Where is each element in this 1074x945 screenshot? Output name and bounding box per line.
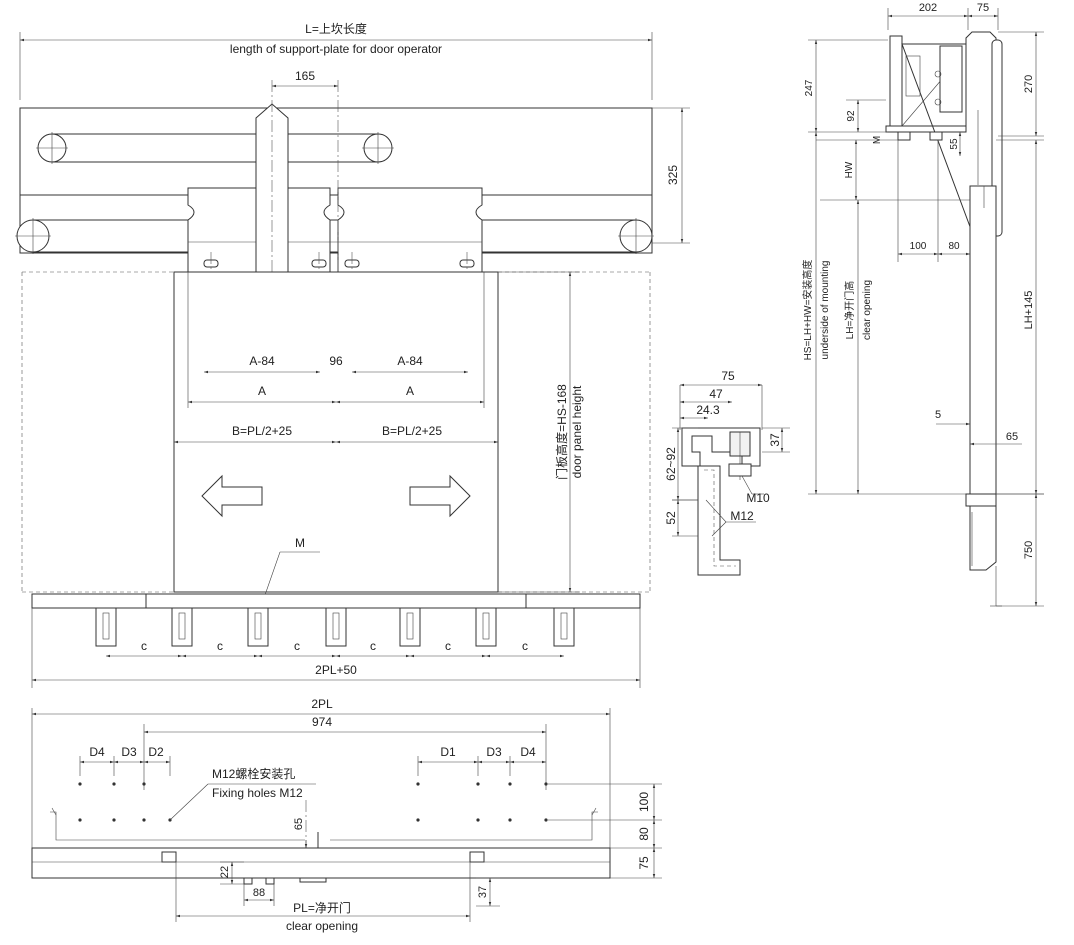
open-arrow-right-icon — [409, 474, 471, 518]
svg-text:55: 55 — [949, 138, 960, 150]
svg-text:c: c — [370, 639, 376, 653]
svg-text:D4: D4 — [520, 745, 536, 759]
svg-text:LH+145: LH+145 — [1023, 291, 1035, 330]
sill-plan — [31, 847, 611, 879]
dimension-l: L=上坎长度 length of support-plate for door … — [19, 21, 653, 100]
hs-sublabel: underside of mounting — [820, 261, 831, 360]
dim-325-label: 325 — [666, 165, 680, 185]
svg-text:247: 247 — [804, 79, 815, 96]
svg-text:92: 92 — [846, 110, 857, 122]
svg-text:c: c — [141, 639, 147, 653]
svg-text:62~92: 62~92 — [664, 447, 678, 481]
svg-text:80: 80 — [948, 241, 960, 252]
svg-text:65: 65 — [1006, 431, 1018, 443]
svg-text:D4: D4 — [89, 745, 105, 759]
panel-height-sublabel: door panel height — [570, 385, 584, 478]
dim-165-label: 165 — [295, 69, 315, 83]
dimension-325: 325 — [652, 107, 690, 244]
svg-text:B=PL/2+25: B=PL/2+25 — [382, 424, 442, 438]
pl-label: PL=净开门 — [293, 900, 351, 915]
svg-text:75: 75 — [637, 856, 651, 870]
dimension-165: 165 — [272, 69, 338, 88]
lh-label: LH=净开门高 — [843, 281, 856, 340]
svg-text:A: A — [258, 384, 266, 398]
dimension-2pl50: 2PL+50 — [31, 608, 641, 688]
svg-text:A: A — [406, 384, 414, 398]
svg-text:c: c — [445, 639, 451, 653]
svg-text:37: 37 — [477, 886, 489, 898]
front-view: L=上坎长度 length of support-plate for door … — [15, 21, 690, 688]
svg-text:750: 750 — [1023, 541, 1035, 559]
panel-height-label: 门板高度=HS-168 — [554, 384, 569, 480]
svg-text:D3: D3 — [486, 745, 502, 759]
svg-text:75: 75 — [721, 369, 735, 383]
svg-text:D1: D1 — [440, 745, 456, 759]
svg-text:24.3: 24.3 — [696, 403, 720, 417]
svg-text:47: 47 — [709, 387, 723, 401]
svg-text:75: 75 — [977, 2, 989, 14]
pl-sublabel: clear opening — [286, 919, 358, 933]
belt-and-pulleys — [15, 132, 654, 254]
svg-text:c: c — [522, 639, 528, 653]
svg-text:100: 100 — [910, 241, 927, 252]
door-panels — [173, 271, 499, 593]
m-label: M — [295, 536, 305, 550]
svg-text:52: 52 — [664, 511, 678, 525]
dimension-panel-height: 门板高度=HS-168 door panel height — [498, 271, 584, 593]
svg-text:270: 270 — [1023, 75, 1035, 93]
holes-sublabel: Fixing holes M12 — [212, 786, 303, 800]
svg-text:100: 100 — [637, 792, 651, 812]
dimension-c-row: c c c c c c — [106, 639, 564, 658]
svg-text:22: 22 — [219, 866, 231, 878]
svg-text:96: 96 — [329, 354, 343, 368]
svg-text:D2: D2 — [148, 745, 164, 759]
m12-label: M12 — [730, 509, 754, 523]
dimension-b: B=PL/2+25 B=PL/2+25 — [174, 424, 498, 444]
svg-text:A-84: A-84 — [397, 354, 423, 368]
dimension-a84: A-84 96 A-84 — [204, 354, 468, 374]
svg-text:D3: D3 — [121, 745, 137, 759]
svg-text:HW: HW — [844, 161, 855, 178]
svg-text:B=PL/2+25: B=PL/2+25 — [232, 424, 292, 438]
m10-label: M10 — [746, 491, 770, 505]
svg-text:A-84: A-84 — [249, 354, 275, 368]
open-arrow-left-icon — [201, 474, 263, 518]
door-leaf-side — [969, 185, 997, 495]
svg-text:c: c — [294, 639, 300, 653]
l-label: L=上坎长度 — [305, 21, 367, 36]
svg-text:5: 5 — [935, 409, 941, 421]
svg-text:2PL+50: 2PL+50 — [315, 663, 357, 677]
l-sublabel: length of support-plate for door operato… — [230, 42, 442, 56]
lh-sublabel: clear opening — [862, 280, 873, 340]
dimension-a: A A — [187, 272, 485, 408]
support-plate — [19, 107, 653, 254]
svg-text:202: 202 — [919, 2, 937, 14]
plan-view: 2PL 974 D4 D3 D2 D1 D3 D4 — [31, 697, 662, 933]
svg-text:c: c — [217, 639, 223, 653]
svg-text:2PL: 2PL — [311, 697, 333, 711]
svg-text:88: 88 — [253, 887, 265, 899]
sill-brackets — [95, 607, 575, 647]
svg-text:65: 65 — [293, 818, 305, 830]
svg-text:37: 37 — [768, 433, 782, 447]
holes-label: M12螺栓安装孔 — [212, 766, 295, 781]
fixing-holes — [78, 782, 548, 822]
sill-section-view: 75 47 24.3 37 62~92 52 M10 M12 — [664, 369, 790, 576]
svg-text:974: 974 — [312, 715, 332, 729]
svg-text:80: 80 — [637, 827, 651, 841]
hs-label: HS=LH+HW=安装高度 — [801, 260, 814, 361]
side-view: 202 75 247 92 M 270 55 — [801, 2, 1044, 607]
